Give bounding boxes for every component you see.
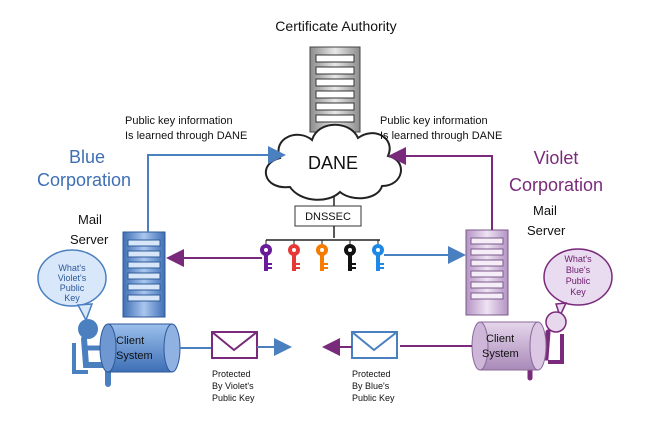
blue-bubble-line2: Violet's	[58, 273, 87, 283]
violet-client-line1: Client	[486, 333, 514, 345]
violet-mail-server-icon	[465, 229, 509, 316]
violet-corp-line1: Violet	[534, 148, 579, 168]
red-key-icon	[288, 240, 300, 271]
violet-protected-line2: By Blue's	[352, 381, 390, 391]
blue-dane-lookup-arrow	[147, 146, 286, 232]
black-key-icon	[344, 240, 356, 271]
blue-key-icon	[372, 240, 384, 271]
violet-bubble-line1: What's	[564, 254, 592, 264]
ca-server-icon	[309, 46, 361, 133]
violet-mail-line2: Server	[527, 223, 566, 238]
dane-label: DANE	[308, 153, 358, 173]
blue-client-line1: Client	[116, 335, 144, 347]
violet-mail-line1: Mail	[533, 203, 557, 218]
left-note-line2: Is learned through DANE	[125, 130, 247, 142]
blue-client-system-icon	[99, 323, 181, 373]
violet-protected-line3: Public Key	[352, 393, 395, 403]
violet-client-line2: System	[482, 348, 519, 360]
purple-key-icon	[260, 240, 272, 271]
ca-title: Certificate Authority	[275, 18, 396, 34]
violet-corp-line2: Corporation	[509, 175, 603, 195]
violet-protected-line1: Protected	[352, 369, 391, 379]
orange-key-icon	[316, 240, 328, 271]
left-note-line1: Public key information	[125, 115, 233, 127]
blue-protected-line1: Protected	[212, 369, 251, 379]
right-note-line1: Public key information	[380, 115, 488, 127]
violet-envelope-icon	[351, 331, 398, 359]
blue-user-icon	[37, 249, 111, 387]
blue-client-line2: System	[116, 350, 153, 362]
blue-mail-line1: Mail	[78, 212, 102, 227]
blue-mail-line2: Server	[70, 232, 109, 247]
violet-bubble-line3: Public	[566, 276, 591, 286]
blue-envelope-icon	[211, 331, 258, 359]
blue-protected-line3: Public Key	[212, 393, 255, 403]
violet-bubble-line2: Blue's	[566, 265, 591, 275]
violet-dane-lookup-arrow	[388, 147, 493, 230]
blue-mail-server-icon	[122, 231, 166, 318]
blue-corp-line1: Blue	[69, 147, 105, 167]
blue-bubble-line4: Key	[64, 293, 80, 303]
dnssec-label: DNSSEC	[305, 211, 351, 223]
blue-corp-line2: Corporation	[37, 170, 131, 190]
violet-bubble-line4: Key	[570, 287, 586, 297]
violet-client-system-icon	[471, 321, 547, 371]
blue-bubble-line1: What's	[58, 263, 86, 273]
dnssec-box	[294, 205, 362, 227]
blue-bubble-line3: Public	[60, 283, 85, 293]
blue-protected-line2: By Violet's	[212, 381, 254, 391]
right-note-line2: Is learned through DANE	[380, 130, 502, 142]
